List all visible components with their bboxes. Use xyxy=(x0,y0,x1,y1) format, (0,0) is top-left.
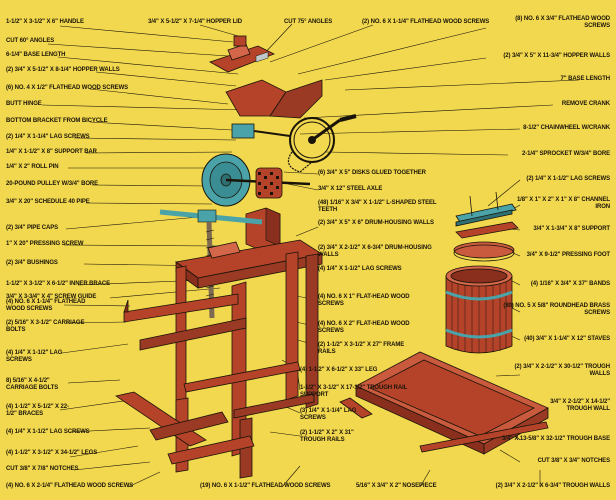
label-trough-walls-bottom: (2) 3/4" X 2-1/2" X 6-3/4" TROUGH WALLS xyxy=(495,483,610,489)
channel-iron xyxy=(455,191,517,227)
label-flathead-no8: (8) NO. 6 X 3/4" FLATHEAD WOOD SCREWS xyxy=(515,16,610,29)
label-disks: (6) 3/4" X 5" DISKS GLUED TOGETHER xyxy=(318,170,426,176)
bottom-bracket xyxy=(231,123,291,139)
label-schedule-pipe: 3/4" X 20" SCHEDULE 40 PIPE xyxy=(6,199,90,205)
label-lag-screws-2a: (2) 1/4" X 1-1/4" LAG SCREWS xyxy=(6,134,90,140)
leader-lines xyxy=(41,23,580,488)
label-support-bar: 1/4" X 1-1/2" X 8" SUPPORT BAR xyxy=(6,149,97,155)
drum-housing xyxy=(245,207,281,251)
label-trough-base: 3/4" X 13-5/8" X 32-1/2" TROUGH BASE xyxy=(502,436,610,442)
label-pressing-screw: 1" X 20" PRESSING SCREW xyxy=(6,241,84,247)
label-nosepiece: 5/16" X 3/4" X 2" NOSEPIECE xyxy=(356,483,437,489)
label-trough-rails: (2) 1-1/2" X 2" X 31" TROUGH RAILS xyxy=(300,430,354,443)
label-barrels: (4) 1/16" X 3/4" X 37" BANDS xyxy=(530,281,610,287)
label-sprocket: 2-1/4" SPROCKET W/3/4" BORE xyxy=(521,151,610,157)
label-hopper-walls-2: (2) 3/4" X 5-1/2" X 8-1/4" HOPPER WALLS xyxy=(6,67,120,73)
barrel xyxy=(445,265,513,354)
label-base-length-7: 7" BASE LENGTH xyxy=(560,76,611,82)
label-screw-guide: 3/4" X 3-3/4" X 4" SCREW GUIDE xyxy=(6,294,97,300)
pressing-foot xyxy=(453,241,515,262)
label-flathead-bottom-19: (19) NO. 6 X 1-1/2" FLATHEAD WOOD SCREWS xyxy=(200,483,331,489)
label-flat-head-4b: (4) NO. 6 X 1" FLAT-HEAD WOOD SCREWS xyxy=(318,294,410,307)
label-bottom-bracket: BOTTOM BRACKET FROM BICYCLE xyxy=(6,118,108,124)
label-roll-pin: 1/4" X 2" ROLL PIN xyxy=(6,164,59,170)
label-cut-notches-3: CUT 3/8" X 3/4" NOTCHES xyxy=(537,458,611,464)
label-cut-60: CUT 60° ANGLES xyxy=(6,38,55,44)
label-inner-brace: 1-1/2" X 3-1/2" X 6-1/2" INNER BRACE xyxy=(6,281,110,287)
label-lag-screws-4c: (4) 1/4" X 1-1/2" LAG SCREWS xyxy=(6,429,90,435)
label-hopper-walls-r: (2) 3/4" X 5" X 11-3/4" HOPPER WALLS xyxy=(503,53,610,59)
frame xyxy=(115,239,324,479)
label-channel-iron: 1/8" X 1" X 2" X 1" X 8" CHANNEL IRON xyxy=(516,197,610,210)
label-roundhead: (80) NO. 5 X 5/8" ROUNDHEAD BRASS SCREWS xyxy=(503,303,610,316)
label-steel-teeth: (48) 1/16" X 3/4" X 1-1/2" L-SHAPED STEE… xyxy=(318,200,437,213)
support-board xyxy=(455,221,519,239)
label-cut-notches-7: CUT 3/8" X 7/8" NOTCHES xyxy=(6,466,79,472)
label-drum-walls-b: (2) 3/4" X 2-1/2" X 6-3/4" DRUM-HOUSING … xyxy=(318,245,432,258)
label-pipe-caps: (2) 3/4" PIPE CAPS xyxy=(6,225,59,231)
label-remove-crank: REMOVE CRANK xyxy=(561,101,610,107)
label-carriage-bolts-8: 8) 5/16" X 4-1/2" CARRIAGE BOLTS xyxy=(6,378,59,391)
label-carriage-bolts-2: (2) 5/16" X 3-1/2" CARRIAGE BOLTS xyxy=(6,320,85,333)
label-leg: (4) 1-1/2" X 6-1/2" X 33" LEG xyxy=(300,367,378,373)
label-lag-screws-3: (3) 1/4" X 1-1/4" LAG SCREWS xyxy=(300,408,357,421)
drum xyxy=(255,167,283,199)
label-trough-rail: 1-1/2" X 3-1/2" X 17-1/2" TROUGH RAIL SU… xyxy=(300,385,408,398)
label-flat-head-4c: (4) NO. 6 X 2" FLAT-HEAD WOOD SCREWS xyxy=(318,321,410,334)
handle-and-lid xyxy=(209,35,275,73)
label-bushings: (2) 3/4" BUSHINGS xyxy=(6,260,58,266)
label-flathead-bottom-4: (4) NO. 6 X 2-1/4" FLATHEAD WOOD SCREWS xyxy=(6,483,134,489)
label-trough-walls-30: (2) 3/4" X 2-1/2" X 30-1/2" TROUGH WALLS xyxy=(514,364,610,377)
label-pressing-foot: 3/4" X 9-1/2" PRESSING FOOT xyxy=(526,252,610,258)
label-legs-4: (4) 1-1/2" X 3-1/2" X 34-1/2" LEGS xyxy=(6,450,98,456)
label-cut-75: CUT 75° ANGLES xyxy=(284,19,333,25)
label-chainwheel: 8-1/2" CHAINWHEEL W/CRANK xyxy=(523,125,610,131)
label-braces: (4) 1-1/2" X 5-1/2" X 22-1/2" BRACES xyxy=(6,404,69,417)
label-base-length-6: 6-1/4" BASE LENGTH xyxy=(6,52,66,58)
label-pulley: 20-POUND PULLEY W/3/4" BORE xyxy=(6,181,99,187)
label-lag-screws-2b: (2) 1/4" X 1-1/2" LAG SCREWS xyxy=(526,176,610,182)
screw-guide xyxy=(207,241,241,259)
label-staves: (40) 3/4" X 1-1/4" X 12" STAVES xyxy=(524,336,610,342)
label-trough-walls-14: 3/4" X 2-1/2" X 14-1/2" TROUGH WALL xyxy=(550,399,610,412)
label-flathead-no6: (6) NO. 4 X 1/2" FLATHEAD WOOD SCREWS xyxy=(6,85,129,91)
label-lag-screws-4a: (4) 1/4" X 1-1/2" LAG SCREWS xyxy=(318,266,402,272)
hopper-walls xyxy=(225,79,323,119)
trough xyxy=(339,351,549,455)
label-flathead-no2: (2) NO. 6 X 1-1/4" FLATHEAD WOOD SCREWS xyxy=(362,19,490,25)
pulley xyxy=(201,153,311,207)
label-steel-axle: 3/4" X 12" STEEL AXLE xyxy=(318,186,383,192)
label-hopper-lid: 3/4" X 5-1/2" X 7-1/4" HOPPER LID xyxy=(148,19,242,25)
label-butt-hinge: BUTT HINGE xyxy=(6,101,42,107)
label-frame-rails: (2) 1-1/2" X 3-1/2" X 27" FRAME RAILS xyxy=(318,342,405,355)
label-flathead-4a: (4) NO. 6 X 1-1/4" FLATHEAD WOOD SCREWS xyxy=(6,299,86,312)
label-handle: 1-1/2" X 3-1/2" X 6" HANDLE xyxy=(6,19,84,25)
label-drum-walls-a: (2) 3/4" X 5" X 6" DRUM-HOUSING WALLS xyxy=(318,220,434,226)
chainwheel xyxy=(287,114,357,173)
label-support-3-4: 3/4" X 1-3/4" X 8" SUPPORT xyxy=(533,226,610,232)
label-lag-screws-4b: (4) 1/4" X 1-1/2" LAG SCREWS xyxy=(6,350,63,363)
